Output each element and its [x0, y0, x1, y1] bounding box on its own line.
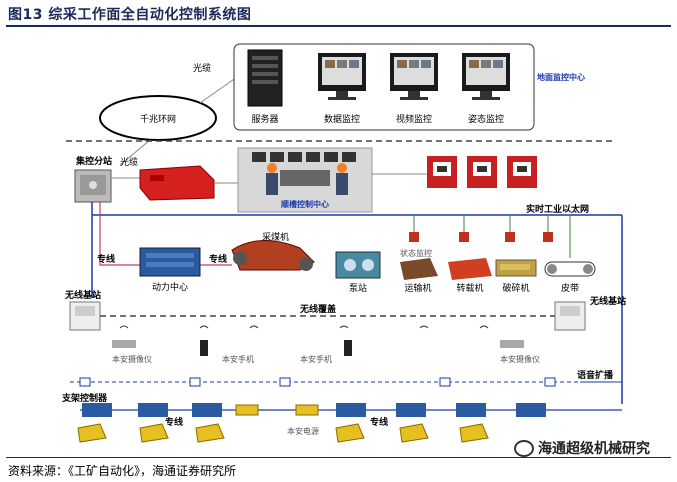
surface-panel — [233, 43, 535, 131]
field-label-camera-2: 本安摄像仪 — [500, 354, 540, 364]
dedicated-line-label-1: 专线 — [97, 253, 115, 265]
transfer-icon — [448, 258, 492, 280]
watermark: 海通超级机械研究 — [514, 438, 650, 458]
support-controller-label: 支架控制器 — [61, 392, 108, 404]
device-label-video: 视频监控 — [396, 113, 432, 125]
machine-label-pump: 泵站 — [349, 282, 367, 294]
bottom-line-label-1: 专线 — [165, 416, 183, 428]
machine-label-crusher: 破碎机 — [502, 282, 529, 294]
device-label-data: 数据监控 — [324, 113, 360, 125]
crusher-icon — [495, 259, 537, 277]
device-label-server: 服务器 — [251, 113, 278, 125]
ethernet-label: 实时工业以太网 — [526, 203, 589, 215]
machine-label-belt: 皮带 — [561, 282, 579, 294]
voice-broadcast-label: 语音扩播 — [577, 369, 614, 381]
red-cabinet-icon-1 — [427, 156, 457, 188]
red-power-unit-icon — [139, 165, 215, 201]
machine-label-power: 动力中心 — [152, 281, 188, 293]
device-label-attitude: 姿态监控 — [468, 113, 504, 125]
figure-title: 图13 综采工作面全自动化控制系统图 — [8, 7, 252, 23]
dedicated-line-label-2: 专线 — [209, 253, 227, 265]
ethernet-taps — [409, 215, 571, 258]
dedicated-line-1 — [99, 202, 140, 266]
monitor-icon-attitude — [462, 53, 510, 100]
operator-icon-left — [266, 163, 278, 195]
machine-label-shearer: 采煤机 — [262, 231, 289, 243]
power-label: 本安电源 — [287, 426, 319, 436]
title-rule — [6, 25, 671, 27]
operator-icon-right — [336, 163, 348, 195]
machine-label-transfer: 转载机 — [456, 282, 483, 294]
wireless-signal-icons — [119, 325, 489, 329]
lower-bus-nodes — [79, 377, 556, 387]
surface-fiber-label: 光缆 — [193, 62, 211, 74]
watermark-text: 海通超级机械研究 — [538, 441, 650, 457]
machine-label-conveyor: 运输机 — [404, 282, 431, 294]
pump-station-icon — [335, 251, 381, 279]
machine-label-status-monitor: 状态监控 — [400, 248, 432, 258]
phone-icon-2 — [344, 340, 352, 356]
camera-icon-2 — [500, 340, 524, 348]
hydraulic-support-icons — [77, 423, 489, 443]
monitor-icon-data — [318, 53, 366, 100]
belt-icon — [544, 261, 596, 277]
red-cabinet-icon-2 — [467, 156, 497, 188]
field-label-phone-2: 本安手机 — [300, 354, 332, 364]
bottom-line-label-2: 专线 — [370, 416, 388, 428]
server-icon — [247, 49, 283, 107]
footer-rule — [6, 457, 671, 458]
power-center-icon — [139, 247, 201, 277]
source-note: 资料来源：《工矿自动化》，海通证券研究所 — [8, 464, 237, 478]
control-center-screens — [252, 152, 356, 186]
field-label-camera-1: 本安摄像仪 — [112, 354, 152, 364]
wireless-base-left-icon — [69, 301, 101, 331]
wireless-base-right-icon — [554, 301, 586, 331]
substation-label: 集控分站 — [75, 155, 112, 167]
shearer-icon — [231, 239, 315, 271]
camera-icon-1 — [112, 340, 136, 348]
wireless-right-label: 无线基站 — [589, 295, 626, 307]
underground-fiber-label: 光缆 — [120, 156, 138, 168]
conveyor-icon — [400, 258, 438, 280]
junction-icons — [235, 404, 319, 416]
support-controller-icons — [82, 403, 546, 417]
gigabit-ring — [99, 95, 217, 141]
fiber-surface — [199, 74, 241, 104]
ring-label: 千兆环网 — [140, 114, 176, 125]
surface-center-label: 地面监控中心 — [537, 72, 585, 82]
monitor-icon-video — [390, 53, 438, 100]
wechat-icon — [514, 439, 534, 457]
substation-icon — [74, 169, 112, 203]
phone-icon-1 — [200, 340, 208, 356]
field-label-phone-1: 本安手机 — [222, 354, 254, 364]
wireless-coverage-label: 无线覆盖 — [299, 303, 336, 315]
control-center-label: 顺槽控制中心 — [281, 199, 329, 209]
red-cabinet-icon-3 — [507, 156, 537, 188]
ring-down-link — [119, 139, 151, 166]
wireless-left-label: 无线基站 — [64, 289, 101, 301]
